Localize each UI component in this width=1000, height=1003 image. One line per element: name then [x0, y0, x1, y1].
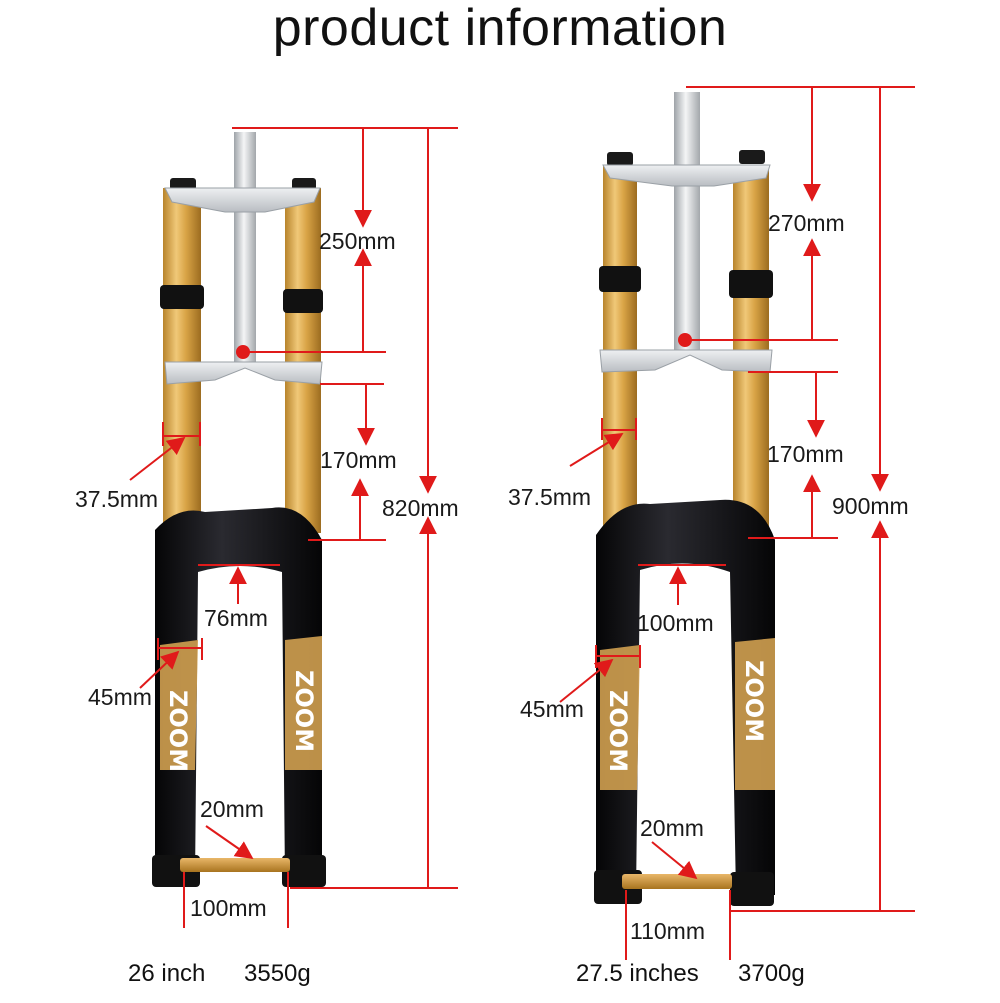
label-crown-spacing: 250mm	[319, 228, 396, 254]
dropout	[730, 872, 774, 906]
lower-crown	[164, 361, 323, 385]
label-hub-spacing: 100mm	[190, 895, 267, 921]
page-title: product information	[272, 0, 728, 57]
label-arch-width: 100mm	[637, 610, 714, 636]
decal	[600, 645, 640, 790]
label-travel: 170mm	[767, 441, 844, 467]
label-axle-diameter: 20mm	[640, 815, 704, 841]
label-axle-diameter: 20mm	[200, 796, 264, 822]
decal	[735, 638, 775, 790]
caption-weight: 3550g	[244, 960, 311, 987]
upper-crown	[164, 187, 321, 213]
stanchion-left	[163, 188, 201, 533]
caption-wheel-size: 27.5 inches	[576, 960, 699, 987]
bumper	[599, 266, 641, 292]
label-travel: 170mm	[320, 447, 397, 473]
top-cap	[739, 150, 765, 164]
steerer-tube	[674, 92, 700, 354]
fork-left: ZOOM ZOOM	[152, 132, 326, 887]
label-lower-diameter: 45mm	[88, 684, 152, 710]
fork-right: ZOOM ZOOM	[594, 92, 775, 906]
brand-text: ZOOM	[604, 690, 632, 772]
decal	[285, 636, 322, 770]
axle	[180, 858, 290, 872]
bumper	[160, 285, 204, 309]
axle	[622, 874, 732, 889]
lower-legs	[155, 507, 322, 880]
caption-wheel-size: 26 inch	[128, 960, 206, 987]
top-cap	[170, 178, 196, 190]
label-stanchion-diameter: 37.5mm	[75, 486, 159, 512]
label-crown-spacing: 270mm	[768, 210, 845, 236]
label-stanchion-diameter: 37.5mm	[508, 484, 592, 510]
top-cap	[607, 152, 633, 166]
stanchion-right	[285, 188, 321, 533]
dims-right	[559, 86, 915, 960]
label-total-length: 900mm	[832, 493, 909, 519]
decal	[160, 640, 198, 770]
brand-text: ZOOM	[740, 660, 768, 742]
brand-text: ZOOM	[164, 690, 192, 772]
bumper	[729, 270, 773, 298]
upper-crown	[602, 164, 771, 187]
label-arch-width: 76mm	[204, 605, 268, 631]
steerer-tube	[234, 132, 256, 362]
label-lower-diameter: 45mm	[520, 696, 584, 722]
dropout	[282, 855, 326, 887]
dims-left	[129, 127, 458, 928]
caption-weight: 3700g	[738, 960, 805, 987]
label-hub-spacing: 110mm	[630, 918, 705, 944]
lower-crown	[599, 349, 773, 373]
top-cap	[292, 178, 316, 190]
brand-text: ZOOM	[290, 670, 318, 752]
bumper	[283, 289, 323, 313]
label-total-length: 820mm	[382, 495, 459, 521]
